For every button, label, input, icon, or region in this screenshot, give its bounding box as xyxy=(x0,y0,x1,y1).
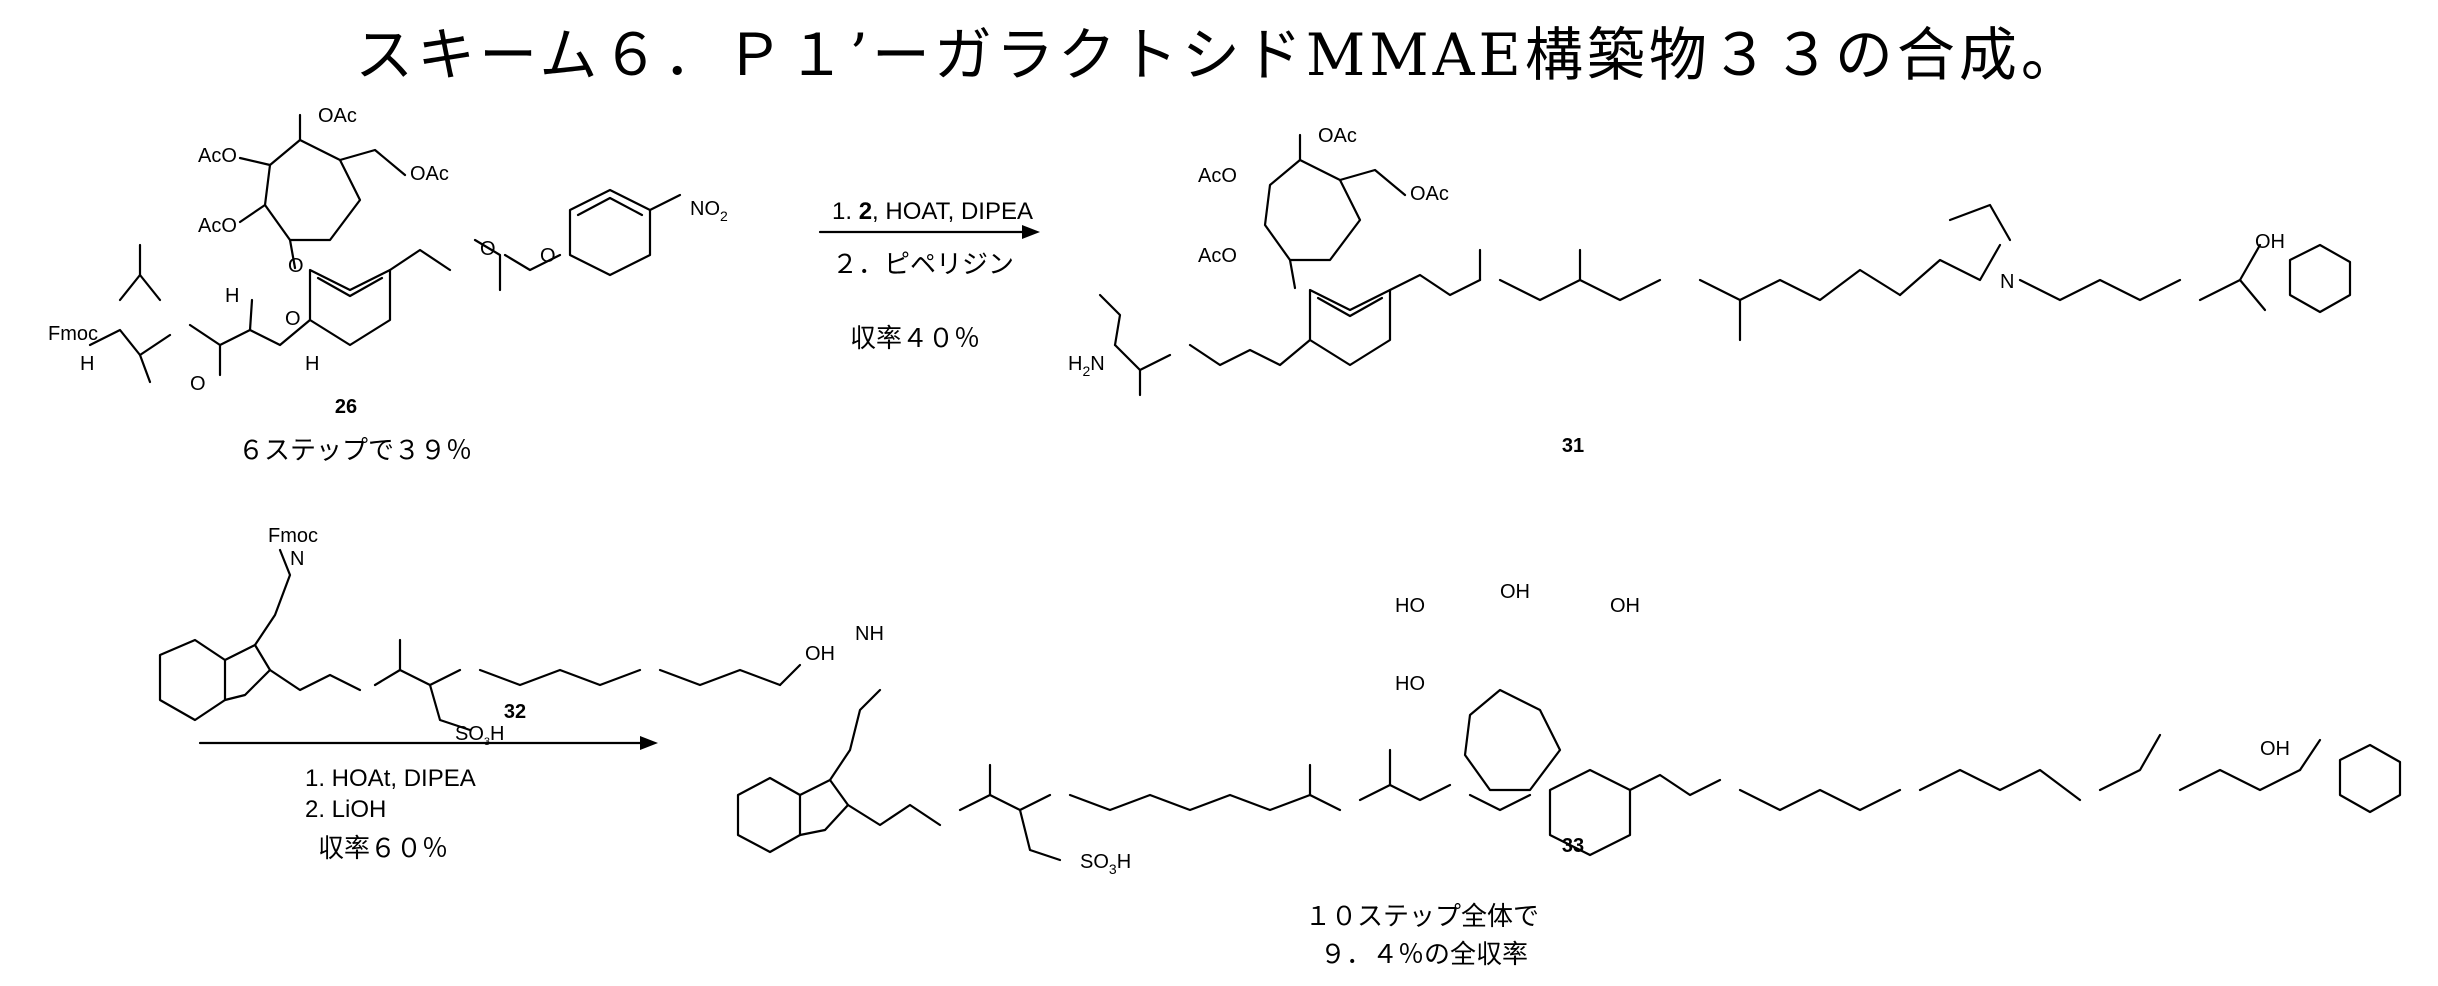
step2-yield: 収率６０％ xyxy=(318,828,448,865)
atom-n-32: N xyxy=(290,548,304,570)
compound-32-structure: Fmoc N OH SO3H xyxy=(160,525,835,748)
atom-oh-33-a: OH xyxy=(1500,581,1530,603)
compound-33-number: 33 xyxy=(1562,835,1584,857)
atom-n-31: N xyxy=(2000,271,2014,293)
step2-condition-2: 2. LiOH xyxy=(305,796,386,824)
step1-condition-1: 1. 2, HOAT, DIPEA xyxy=(832,198,1033,226)
step1-yield: 収率４０％ xyxy=(850,318,980,355)
step2-condition-1: 1. HOAt, DIPEA xyxy=(305,765,476,793)
atom-nh-2: H xyxy=(225,285,239,307)
atom-aco-1: AcO xyxy=(198,145,237,167)
atom-oac-1: OAc xyxy=(318,105,357,127)
step1-condition-1-rest: , HOAT, DIPEA xyxy=(872,198,1033,225)
atom-o-3: O xyxy=(540,245,556,267)
compound-26-number: 26 xyxy=(335,396,357,418)
reaction-arrow-1 xyxy=(820,225,1040,239)
atom-h2n: H2N xyxy=(1068,353,1105,379)
atom-so3h-33: SO3H xyxy=(1080,851,1131,877)
compound-26-structure: OAc AcO AcO OAc O O O NO2 Fmoc H H H O O xyxy=(48,105,728,395)
compound-31-structure: OAc AcO AcO OAc H2N OH N xyxy=(1068,125,2350,395)
atom-aco-3: AcO xyxy=(1198,165,1237,187)
atom-aco-2: AcO xyxy=(198,215,237,237)
compound-33-note-line1: １０ステップ全体で xyxy=(1305,896,1539,933)
atom-oac-2: OAc xyxy=(410,163,449,185)
atom-so3h-32: SO3H xyxy=(455,723,504,748)
step1-condition-2: ２．ピペリジン xyxy=(832,244,1014,281)
reaction-arrow-2 xyxy=(200,736,658,750)
atom-oh-31: OH xyxy=(2255,231,2285,253)
atom-fmoc: Fmoc xyxy=(48,323,98,345)
compound-33-structure: NH SO3H OH HO HO OH OH xyxy=(738,581,2400,877)
atom-oh-33-b: OH xyxy=(1610,595,1640,617)
atom-oac-3: OAc xyxy=(1318,125,1357,147)
atom-nh-1: H xyxy=(80,353,94,375)
atom-o-5: O xyxy=(285,308,301,330)
atom-nh-3: H xyxy=(305,353,319,375)
atom-o-4: O xyxy=(190,373,206,395)
atom-oac-4: OAc xyxy=(1410,183,1449,205)
step1-condition-1-prefix: 1. xyxy=(832,198,859,225)
compound-26-note: ６ステップで３９％ xyxy=(238,430,472,467)
atom-fmoc-32: Fmoc xyxy=(268,525,318,547)
step1-condition-1-bold: 2 xyxy=(859,198,872,225)
compound-33-note-line2: ９．４％の全収率 xyxy=(1320,934,1528,971)
compound-32-number: 32 xyxy=(504,701,526,723)
atom-ho-33-b: HO xyxy=(1395,673,1425,695)
atom-nh-33: NH xyxy=(855,623,884,645)
atom-no2: NO2 xyxy=(690,198,728,224)
atom-ho-33-a: HO xyxy=(1395,595,1425,617)
atom-o-1: O xyxy=(288,255,304,277)
compound-31-number: 31 xyxy=(1562,435,1584,457)
atom-aco-4: AcO xyxy=(1198,245,1237,267)
atom-oh-33-c: OH xyxy=(2260,738,2290,760)
atom-o-2: O xyxy=(480,238,496,260)
atom-oh-32: OH xyxy=(805,643,835,665)
